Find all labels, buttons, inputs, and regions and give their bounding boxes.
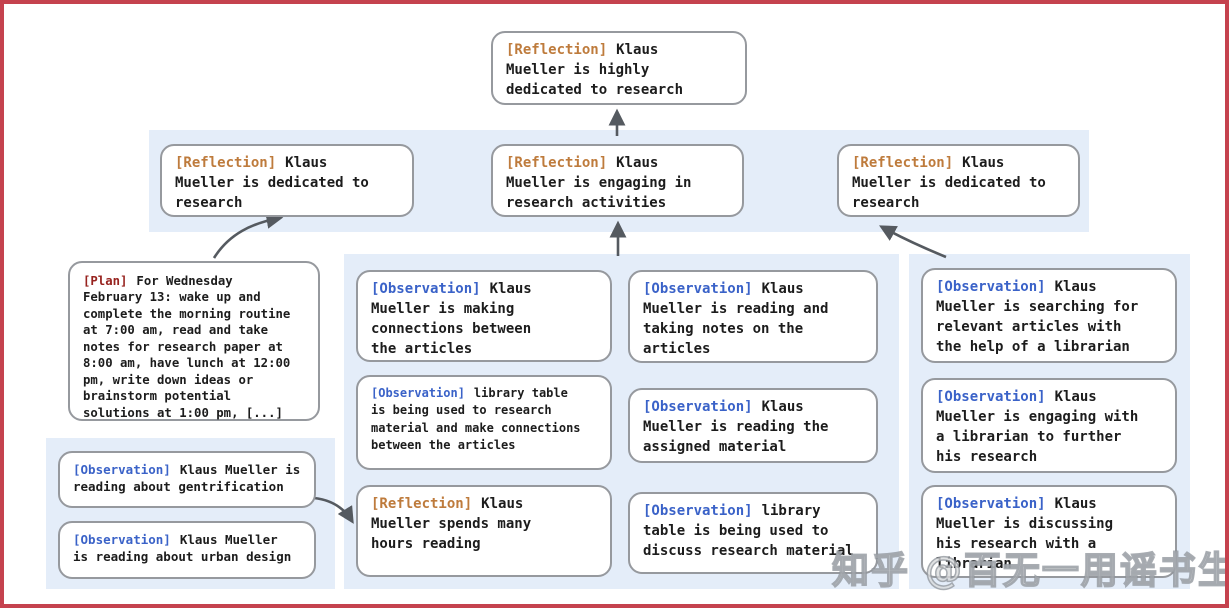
memory-text: For Wednesday February 13: wake up and c… bbox=[83, 274, 291, 420]
memory-text: Klaus Mueller is dedicated to research bbox=[852, 155, 1046, 211]
observation-tag: [Observation] bbox=[371, 386, 465, 400]
memory-node-obs-discussing-librarian: [Observation]Klaus Mueller is discussing… bbox=[921, 485, 1177, 578]
memory-node-obs-assigned-material: [Observation]Klaus Mueller is reading th… bbox=[628, 388, 878, 463]
reflection-tag: [Reflection] bbox=[852, 155, 954, 171]
observation-tag: [Observation] bbox=[936, 279, 1046, 295]
memory-node-plan: [Plan]For Wednesday February 13: wake up… bbox=[68, 261, 320, 421]
observation-tag: [Observation] bbox=[936, 496, 1046, 512]
observation-tag: [Observation] bbox=[73, 532, 171, 547]
memory-text: Klaus Mueller is dedicated to research bbox=[175, 155, 369, 211]
memory-node-reflection-hours-reading: [Reflection]Klaus Mueller spends many ho… bbox=[356, 485, 612, 577]
memory-node-obs-engaging-librarian: [Observation]Klaus Mueller is engaging w… bbox=[921, 378, 1177, 473]
memory-text: Klaus Mueller is searching for relevant … bbox=[936, 279, 1139, 355]
observation-tag: [Observation] bbox=[643, 399, 753, 415]
observation-tag: [Observation] bbox=[371, 281, 481, 297]
observation-tag: [Observation] bbox=[643, 281, 753, 297]
memory-node-obs-library-research: [Observation]library table is being used… bbox=[356, 375, 612, 470]
memory-node-obs-taking-notes: [Observation]Klaus Mueller is reading an… bbox=[628, 270, 878, 363]
memory-text: Klaus Mueller is reading and taking note… bbox=[643, 281, 829, 357]
memory-node-root-reflection: [Reflection]Klaus Mueller is highly dedi… bbox=[491, 31, 747, 105]
memory-text: Klaus Mueller is highly dedicated to res… bbox=[506, 42, 684, 98]
reflection-tag: [Reflection] bbox=[175, 155, 277, 171]
reflection-tag: [Reflection] bbox=[506, 42, 608, 58]
memory-text: Klaus Mueller is engaging in research ac… bbox=[506, 155, 692, 211]
memory-node-reflection-2: [Reflection]Klaus Mueller is engaging in… bbox=[491, 144, 744, 217]
memory-text: Klaus Mueller is discussing his research… bbox=[936, 496, 1114, 572]
memory-text: library table is being used to discuss r… bbox=[643, 503, 854, 559]
zhihu-watermark: 知乎 @百无一用谣书生 bbox=[831, 548, 1229, 593]
memory-node-reflection-3: [Reflection]Klaus Mueller is dedicated t… bbox=[837, 144, 1080, 217]
observation-tag: [Observation] bbox=[73, 462, 171, 477]
memory-node-obs-urban-design: [Observation]Klaus Mueller is reading ab… bbox=[58, 521, 316, 579]
memory-text: Klaus Mueller spends many hours reading bbox=[371, 496, 532, 552]
memory-text: Klaus Mueller is reading the assigned ma… bbox=[643, 399, 829, 455]
memory-node-obs-making-connections: [Observation]Klaus Mueller is making con… bbox=[356, 270, 612, 362]
memory-text: Klaus Mueller is making connections betw… bbox=[371, 281, 532, 357]
observation-tag: [Observation] bbox=[643, 503, 753, 519]
observation-tag: [Observation] bbox=[936, 389, 1046, 405]
reflection-tag: [Reflection] bbox=[371, 496, 473, 512]
memory-node-obs-library-discuss: [Observation]library table is being used… bbox=[628, 492, 878, 574]
memory-text: Klaus Mueller is engaging with a librari… bbox=[936, 389, 1139, 465]
memory-text: library table is being used to research … bbox=[371, 386, 581, 453]
memory-text: Klaus Mueller is reading about urban des… bbox=[73, 532, 292, 565]
memory-node-obs-gentrification: [Observation]Klaus Mueller is reading ab… bbox=[58, 451, 316, 508]
reflection-tag: [Reflection] bbox=[506, 155, 608, 171]
plan-tag: [Plan] bbox=[83, 274, 128, 288]
memory-node-obs-searching-articles: [Observation]Klaus Mueller is searching … bbox=[921, 268, 1177, 363]
memory-text: Klaus Mueller is reading about gentrific… bbox=[73, 462, 301, 495]
memory-node-reflection-1: [Reflection]Klaus Mueller is dedicated t… bbox=[160, 144, 414, 217]
